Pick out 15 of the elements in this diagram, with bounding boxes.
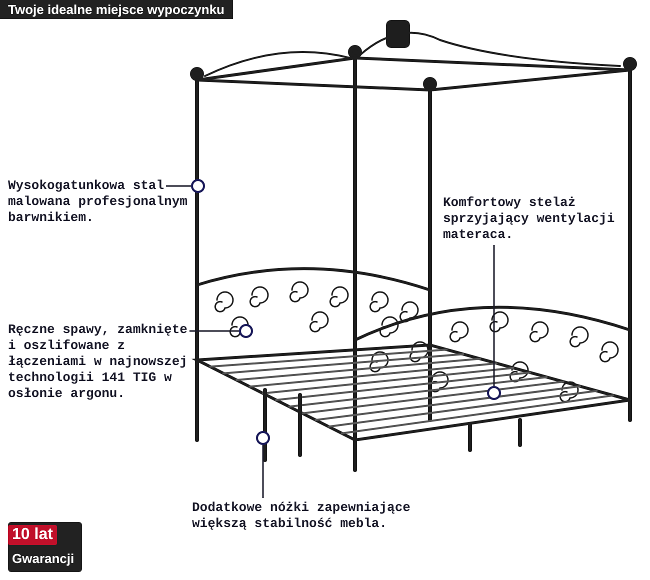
callout-text: Ręczne spawy, zamknięte i oszlifowane z łączeniami w najnowszej technologii 141 TIG w osłonie argonu. xyxy=(8,322,198,402)
callout-text: Dodatkowe nóżki zapewniające większą stabilność mebla. xyxy=(192,500,422,532)
leader-line xyxy=(166,185,191,187)
title-banner: Twoje idealne miejsce wypoczynku xyxy=(0,0,232,19)
marker-dot xyxy=(239,324,253,338)
callout-text: Wysokogatunkowa stal malowana profesjonalnym barwnikiem. xyxy=(8,178,198,226)
marker-dot xyxy=(487,386,501,400)
marker-dot xyxy=(191,179,205,193)
leader-line xyxy=(189,330,239,332)
warranty-text: Gwarancji xyxy=(12,551,74,566)
callout-text: Komfortowy stelaż sprzyjający wentylacji materaca. xyxy=(443,195,643,243)
leader-line xyxy=(493,245,495,386)
leader-line xyxy=(262,445,264,498)
warranty-years-text: 10 lat xyxy=(8,525,57,545)
marker-dot xyxy=(256,431,270,445)
